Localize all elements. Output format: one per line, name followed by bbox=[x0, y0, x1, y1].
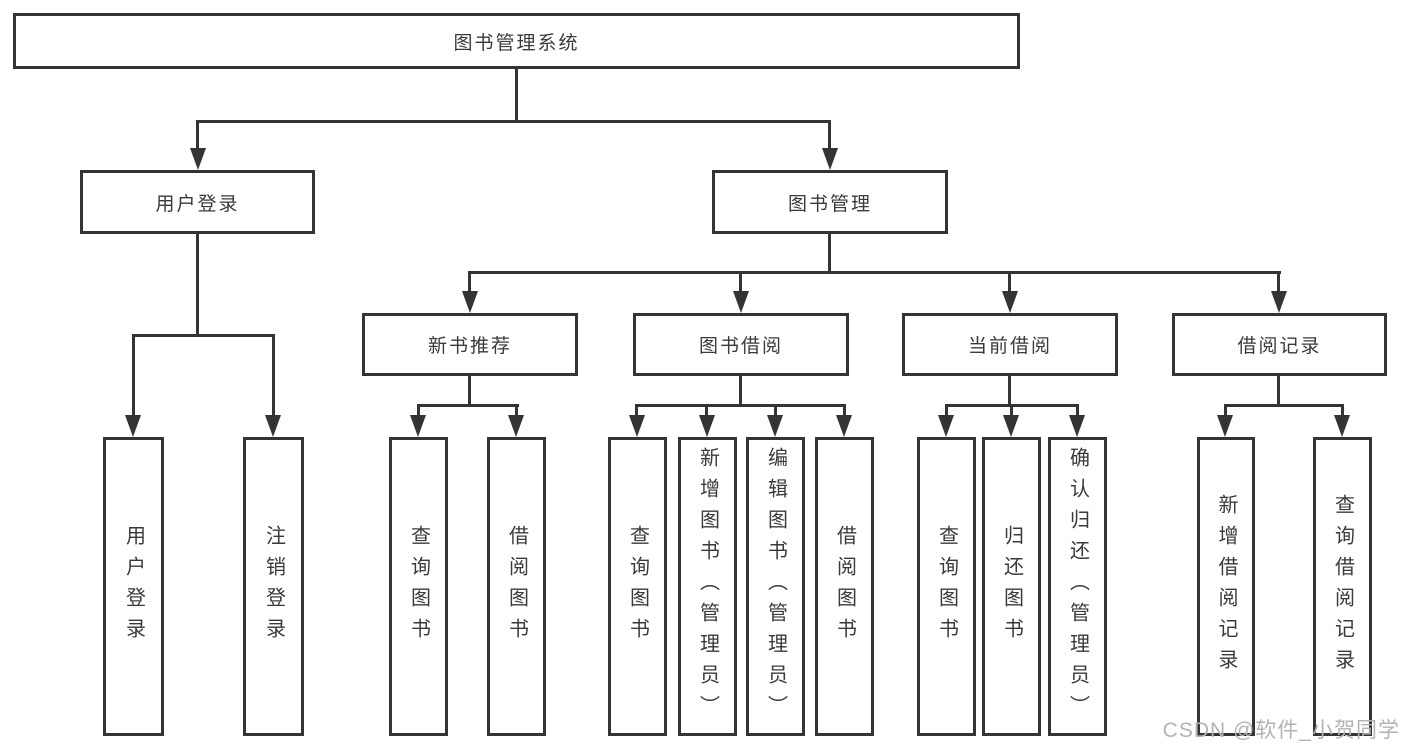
leaf-edit-books-admin: 编辑图书（管理员） bbox=[746, 437, 805, 736]
connector-line bbox=[1224, 404, 1227, 417]
leaf-query-books-current: 查询图书 bbox=[917, 437, 976, 736]
connector-line bbox=[468, 271, 471, 293]
node-new-book-recommend: 新书推荐 bbox=[362, 313, 578, 376]
connector-line bbox=[739, 271, 742, 293]
connector-line bbox=[1341, 404, 1344, 417]
arrowhead-down-icon bbox=[822, 148, 838, 170]
connector-line bbox=[1277, 271, 1280, 293]
leaf-query-books-recommend: 查询图书 bbox=[389, 437, 448, 736]
connector-line bbox=[196, 120, 831, 123]
node-library-system: 图书管理系统 bbox=[13, 13, 1020, 69]
leaf-query-borrow-record: 查询借阅记录 bbox=[1313, 437, 1372, 736]
connector-line bbox=[739, 375, 742, 407]
connector-line bbox=[705, 404, 708, 417]
arrowhead-down-icon bbox=[1002, 291, 1018, 313]
leaf-borrow-books-borrowing: 借阅图书 bbox=[815, 437, 874, 736]
connector-line bbox=[945, 404, 948, 417]
leaf-add-books-admin: 新增图书（管理员） bbox=[678, 437, 737, 736]
arrowhead-down-icon bbox=[1334, 415, 1350, 437]
connector-line bbox=[1224, 404, 1344, 407]
connector-line bbox=[828, 233, 831, 274]
node-user-login: 用户登录 bbox=[80, 170, 315, 234]
connector-line bbox=[635, 404, 846, 407]
arrowhead-down-icon bbox=[733, 291, 749, 313]
connector-line bbox=[132, 334, 275, 337]
connector-line bbox=[1008, 271, 1011, 293]
connector-line bbox=[1277, 375, 1280, 407]
node-book-management: 图书管理 bbox=[712, 170, 948, 234]
leaf-return-books: 归还图书 bbox=[982, 437, 1041, 736]
arrowhead-down-icon bbox=[190, 148, 206, 170]
arrowhead-down-icon bbox=[125, 415, 141, 437]
connector-line bbox=[196, 233, 199, 337]
connector-line bbox=[1010, 404, 1013, 417]
leaf-confirm-return-admin: 确认归还（管理员） bbox=[1048, 437, 1107, 736]
leaf-user-login: 用户登录 bbox=[103, 437, 164, 736]
connector-line bbox=[843, 404, 846, 417]
connector-line bbox=[774, 404, 777, 417]
node-book-borrowing: 图书借阅 bbox=[633, 313, 849, 376]
arrowhead-down-icon bbox=[836, 415, 852, 437]
connector-line bbox=[1008, 375, 1011, 407]
arrowhead-down-icon bbox=[767, 415, 783, 437]
leaf-borrow-books-recommend: 借阅图书 bbox=[487, 437, 546, 736]
connector-line bbox=[272, 334, 275, 417]
arrowhead-down-icon bbox=[1069, 415, 1085, 437]
connector-line bbox=[515, 69, 518, 122]
arrowhead-down-icon bbox=[1271, 291, 1287, 313]
connector-line bbox=[468, 271, 1281, 274]
leaf-query-books-borrowing: 查询图书 bbox=[608, 437, 667, 736]
leaf-add-borrow-record: 新增借阅记录 bbox=[1197, 437, 1255, 736]
arrowhead-down-icon bbox=[508, 415, 524, 437]
arrowhead-down-icon bbox=[265, 415, 281, 437]
node-current-borrowing: 当前借阅 bbox=[902, 313, 1118, 376]
connector-line bbox=[417, 404, 420, 417]
connector-line bbox=[635, 404, 638, 417]
arrowhead-down-icon bbox=[938, 415, 954, 437]
arrowhead-down-icon bbox=[1217, 415, 1233, 437]
arrowhead-down-icon bbox=[1003, 415, 1019, 437]
connector-line bbox=[515, 404, 518, 417]
connector-line bbox=[468, 375, 471, 407]
watermark-text: CSDN @软件_小贺同学 bbox=[1162, 719, 1400, 742]
arrowhead-down-icon bbox=[462, 291, 478, 313]
connector-line bbox=[132, 334, 135, 417]
arrowhead-down-icon bbox=[699, 415, 715, 437]
arrowhead-down-icon bbox=[629, 415, 645, 437]
connector-line bbox=[417, 404, 519, 407]
connector-line bbox=[1076, 404, 1079, 417]
leaf-logout: 注销登录 bbox=[243, 437, 304, 736]
connector-line bbox=[196, 120, 199, 150]
node-borrowing-records: 借阅记录 bbox=[1172, 313, 1387, 376]
connector-line bbox=[828, 120, 831, 150]
arrowhead-down-icon bbox=[410, 415, 426, 437]
